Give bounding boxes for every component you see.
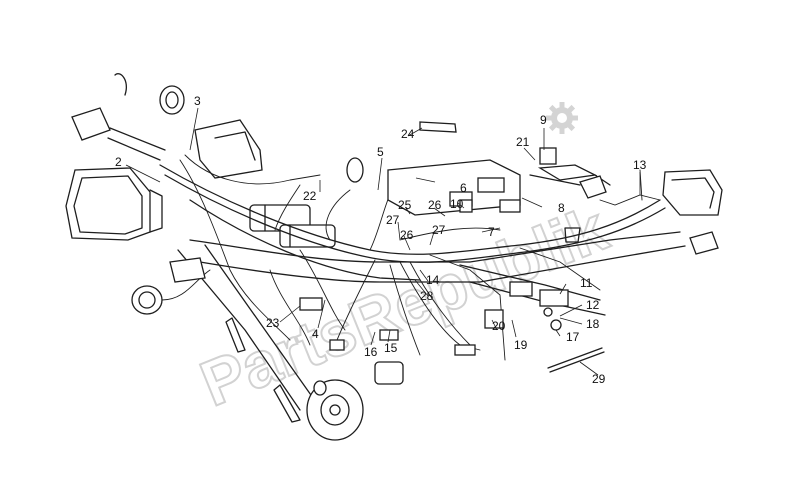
callout-16: 16: [364, 345, 378, 359]
callout-12: 12: [586, 298, 600, 312]
relay-box: [387, 159, 521, 216]
generator: [306, 361, 404, 441]
callout-29: 29: [592, 372, 606, 386]
callout-15: 15: [384, 341, 398, 355]
callout-26-lower: 26: [400, 228, 414, 242]
tail-light: [662, 169, 723, 216]
callout-2: 2: [115, 155, 122, 169]
horn: [131, 269, 211, 315]
callout-9: 9: [540, 113, 547, 127]
callout-labels: 2 3 4 5 6 7 8 9 10 11 12 13 14 15 16 17 …: [115, 94, 647, 386]
callout-23: 23: [266, 316, 280, 330]
right-grip: [529, 174, 607, 199]
callout-25: 25: [398, 198, 412, 212]
callout-5: 5: [377, 145, 384, 159]
callout-7: 7: [488, 225, 495, 239]
callout-22: 22: [303, 189, 317, 203]
instrument-cluster: [159, 85, 263, 179]
callout-20: 20: [492, 319, 506, 333]
callout-8: 8: [558, 201, 565, 215]
callout-28: 28: [420, 289, 434, 303]
callout-26-upper: 26: [428, 198, 442, 212]
callout-3: 3: [194, 94, 201, 108]
callout-24: 24: [401, 127, 415, 141]
callout-6: 6: [460, 181, 467, 195]
leader-lines: [125, 107, 641, 376]
callout-17: 17: [566, 330, 580, 344]
callout-11: 11: [580, 276, 593, 290]
callout-18: 18: [586, 317, 600, 331]
callout-27-lower: 27: [432, 223, 446, 237]
callout-13: 13: [633, 158, 647, 172]
spark-plug-lead: [547, 347, 605, 373]
rear-turn-signals: [537, 164, 719, 255]
headlight: [65, 167, 163, 241]
main-harness: [159, 154, 666, 361]
callout-10: 10: [450, 197, 464, 211]
gear-icon: [546, 102, 578, 134]
left-grip: [71, 73, 166, 161]
callout-19: 19: [514, 338, 528, 352]
callout-14: 14: [426, 273, 440, 287]
callout-27-upper: 27: [386, 213, 400, 227]
callout-21: 21: [516, 135, 530, 149]
callout-4: 4: [312, 327, 319, 341]
